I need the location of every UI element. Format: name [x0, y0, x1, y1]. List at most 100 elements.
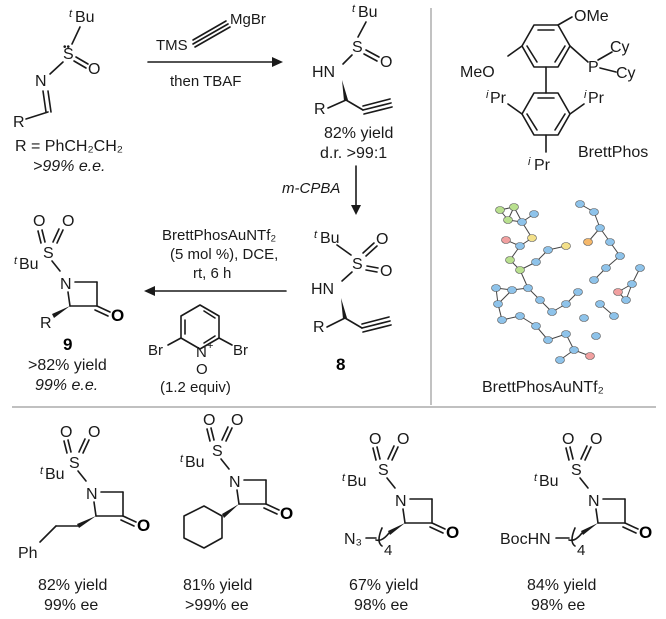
- svg-text:••: ••: [63, 42, 71, 53]
- ortep-atom: [515, 312, 525, 320]
- svg-text:O: O: [137, 516, 150, 535]
- azetidinone-9: O O S t Bu N O R: [14, 213, 124, 332]
- ortep-atom: [495, 206, 505, 214]
- svg-text:O: O: [196, 361, 208, 378]
- ortep-atom: [569, 346, 579, 354]
- ortep-atom: [497, 316, 507, 324]
- ortep-atom: [561, 300, 571, 308]
- svg-text:N₃: N₃: [344, 531, 362, 548]
- imine-ee: >99% e.e.: [33, 158, 106, 175]
- bond: [71, 26, 81, 45]
- ortep-atom: [515, 266, 525, 274]
- svg-text:O: O: [231, 412, 243, 429]
- ortep-atom: [595, 300, 605, 308]
- compound-8-label: 8: [336, 355, 345, 374]
- svg-text:i: i: [528, 156, 531, 168]
- ortep-atom: [635, 264, 645, 272]
- propargyl-yield: 82% yield: [324, 125, 393, 142]
- product9-ee: 99% e.e.: [35, 377, 98, 394]
- svg-text:O: O: [397, 431, 409, 448]
- ortep-atom: [589, 276, 599, 284]
- svg-text:P: P: [588, 59, 599, 76]
- ortep-atom: [507, 286, 517, 294]
- grignard-label: MgBr: [230, 11, 266, 28]
- svg-text:Br: Br: [148, 342, 163, 359]
- svg-text:S: S: [571, 462, 582, 479]
- svg-text:O: O: [380, 54, 392, 71]
- sulfonamide-8: t Bu S O O HN R: [311, 229, 392, 336]
- svg-text:N: N: [196, 344, 207, 361]
- svg-text:Cy: Cy: [616, 65, 636, 82]
- svg-text:N: N: [395, 493, 407, 510]
- svg-text:4: 4: [384, 542, 392, 559]
- svg-text:R: R: [313, 319, 325, 336]
- svg-text:O: O: [376, 231, 388, 248]
- ortep-atom: [627, 280, 637, 288]
- ortep-atom: [531, 258, 541, 266]
- svg-text:+: +: [207, 340, 213, 352]
- pyridine-n-oxide: N + O Br Br: [148, 304, 248, 378]
- svg-text:t: t: [14, 255, 18, 267]
- brettphos-name: BrettPhos: [578, 144, 648, 161]
- ortep-atom: [591, 332, 601, 340]
- ortep-atom: [523, 284, 533, 292]
- svg-text:R: R: [314, 101, 326, 118]
- bond: [49, 61, 64, 75]
- svg-text:O: O: [62, 213, 74, 230]
- scope-1-ee: 99% ee: [44, 597, 98, 614]
- svg-text:Bu: Bu: [320, 230, 340, 247]
- scope-1-yield: 82% yield: [38, 577, 107, 594]
- ortep-atom: [501, 236, 511, 244]
- svg-text:N: N: [588, 493, 600, 510]
- step3-arrow: BrettPhosAuNTf₂ (5 mol %), DCE, rt, 6 h …: [144, 227, 287, 396]
- scope-2-yield: 81% yield: [183, 577, 252, 594]
- svg-text:Cy: Cy: [610, 39, 630, 56]
- svg-text:t: t: [352, 3, 356, 15]
- svg-text:S: S: [43, 245, 54, 262]
- ortep-atom: [517, 218, 527, 226]
- ortep-atom: [543, 336, 553, 344]
- svg-text:O: O: [590, 431, 602, 448]
- r-definition: R = PhCH₂CH₂: [15, 138, 123, 155]
- ortep-atom: [595, 224, 605, 232]
- reaction-time: rt, 6 h: [193, 265, 231, 282]
- bond: [25, 111, 49, 120]
- tms-label: TMS: [156, 37, 188, 54]
- svg-text:O: O: [380, 263, 392, 280]
- ortep-atom: [547, 308, 557, 316]
- svg-text:BocHN: BocHN: [500, 531, 551, 548]
- svg-text:t: t: [40, 465, 44, 477]
- scope-product-1: O O S t Bu N O Ph: [18, 424, 150, 562]
- svg-text:i: i: [584, 89, 587, 101]
- svg-text:Bu: Bu: [358, 4, 378, 21]
- ortep-atom: [621, 296, 631, 304]
- ortep-atom: [555, 356, 565, 364]
- svg-text:O: O: [203, 412, 215, 429]
- scope-product-3: O O S t Bu N O 4 N₃: [342, 431, 459, 559]
- propargyl-sulfinamide: t Bu S O HN R: [312, 3, 393, 118]
- svg-text:O: O: [562, 431, 574, 448]
- bond: [47, 90, 52, 113]
- mcpba-label: m-CPBA: [282, 180, 340, 197]
- step1-arrow: TMS MgBr then TBAF: [147, 11, 283, 90]
- bond: [42, 90, 47, 113]
- svg-text:S: S: [69, 455, 80, 472]
- scope-3-yield: 67% yield: [349, 577, 418, 594]
- sulfinimine-structure: t Bu S •• O N R: [13, 8, 100, 131]
- ortep-atom: [531, 322, 541, 330]
- complex-name: BrettPhosAuNTf₂: [482, 379, 604, 396]
- svg-text:Ph: Ph: [18, 545, 38, 562]
- scope-3-ee: 98% ee: [354, 597, 408, 614]
- oxygen-label: O: [88, 61, 100, 78]
- ortep-atom: [491, 284, 501, 292]
- ortep-atom: [515, 242, 525, 250]
- propargyl-dr: d.r. >99:1: [320, 145, 387, 162]
- svg-text:S: S: [212, 443, 223, 460]
- ortep-atom: [543, 246, 553, 254]
- svg-text:MeO: MeO: [460, 64, 495, 81]
- svg-text:O: O: [88, 424, 100, 441]
- brettphos-structure: OMe MeO P Cy Cy i Pr i Pr i Pr: [460, 8, 636, 174]
- oxidant-equiv: (1.2 equiv): [160, 379, 231, 396]
- svg-text:Bu: Bu: [185, 454, 205, 471]
